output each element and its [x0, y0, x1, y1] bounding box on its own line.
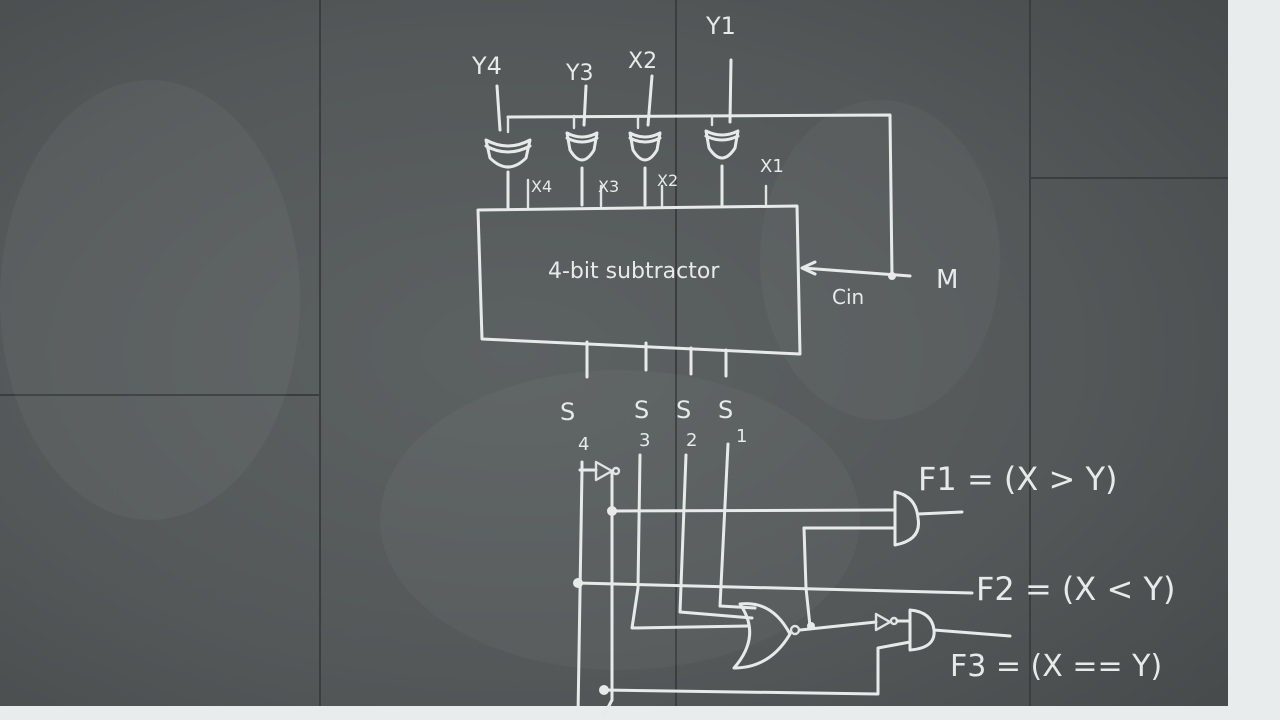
- label-y1: Y1: [705, 12, 736, 40]
- xor-gate-2: [628, 131, 662, 162]
- label-x4: X4: [531, 177, 552, 196]
- and-gate-f1: [893, 490, 921, 547]
- subtractor-label: 4-bit subtractor: [548, 259, 720, 284]
- output-f3: F3 = (X == Y): [950, 649, 1162, 684]
- label-x2-top: X2: [628, 49, 657, 74]
- label-s4-digit: 4: [578, 434, 589, 455]
- label-s3: S: [634, 396, 649, 424]
- label-s1: S: [718, 396, 733, 424]
- label-x2: X2: [657, 171, 678, 190]
- output-f2: F2 = (X < Y): [976, 570, 1176, 608]
- xor-gate-3: [565, 131, 599, 162]
- eraser-smudges: [0, 80, 300, 520]
- comparison-logic: [573, 442, 1012, 717]
- label-s4: S: [560, 398, 575, 426]
- output-f1: F1 = (X > Y): [918, 460, 1118, 498]
- board-panel-seams: [0, 0, 1228, 706]
- sum-labels: S 4 S 3 S 2 S 1: [560, 396, 747, 455]
- xor-gate-4: [484, 138, 532, 169]
- label-s2: S: [676, 396, 691, 424]
- label-x3: X3: [598, 177, 619, 196]
- xor-gate-1: [704, 129, 740, 160]
- label-y3: Y3: [565, 61, 593, 86]
- label-s3-digit: 3: [639, 430, 650, 451]
- label-x1: X1: [760, 156, 784, 177]
- label-s2-digit: 2: [686, 430, 697, 451]
- subtractor-circuit: [476, 58, 912, 379]
- label-y4: Y4: [471, 52, 502, 80]
- y-input-labels: Y4 Y3 X2 Y1: [471, 12, 736, 86]
- output-labels: F1 = (X > Y) F2 = (X < Y) F3 = (X == Y): [918, 460, 1176, 684]
- x-input-labels: X4 X3 X2 X1: [531, 156, 784, 196]
- label-s1-digit: 1: [736, 426, 747, 447]
- carry-in-label: Cin: [832, 285, 864, 309]
- nor-gate: [732, 602, 792, 670]
- subtractor-block: [476, 204, 802, 356]
- control-m-label: M: [936, 265, 958, 295]
